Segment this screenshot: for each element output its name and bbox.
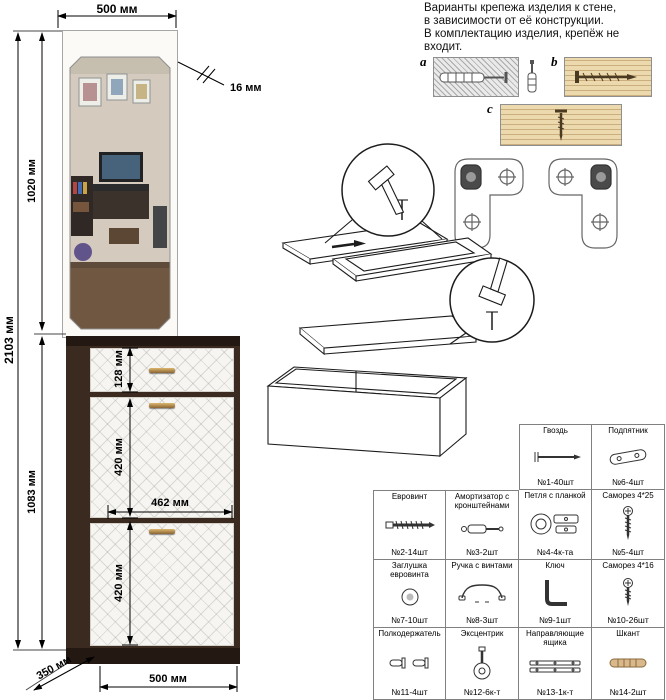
part-cell-dowel: Шкант №14-2шт	[592, 628, 665, 700]
dim-width-top-label: 500 мм	[96, 2, 138, 16]
mirror-reflection-scene	[69, 56, 171, 330]
dim-panel-thickness-label: 16 мм	[230, 82, 262, 94]
part-count: №14-2шт	[609, 687, 647, 697]
dim-inner-width-label: 462 мм	[151, 497, 189, 509]
upper-flap-front	[90, 397, 234, 518]
part-name: Шкант	[616, 629, 640, 638]
part-name: Евровинт	[391, 492, 428, 501]
part-name: Заглушка евровинта	[390, 561, 429, 579]
part-cell-hex-key: Ключ №9-1шт	[519, 560, 592, 628]
screw-4x25-icon	[620, 501, 636, 547]
fastener-b-label: b	[551, 54, 558, 69]
dim-lower-flap-height-label: 420 мм	[113, 564, 125, 602]
fastener-b-diagram	[564, 57, 652, 97]
part-count: №1-40шт	[537, 477, 574, 487]
part-count: №3-2шт	[465, 547, 499, 557]
vertical-anchor-icon	[527, 60, 537, 93]
lower-flap-handle	[149, 529, 175, 534]
fastener-a-diagram	[433, 57, 519, 97]
part-cell-shelf-pin: Полкодержатель №11-4шт	[373, 628, 446, 700]
part-cell-footpad: Подпятник №6-4шт	[592, 424, 665, 490]
euroscrew-icon	[383, 502, 437, 547]
nail-icon	[530, 436, 582, 477]
part-cell-hinge: Петля с планкой №4-4к-та	[519, 490, 592, 560]
wall-mount-note-line: входит.	[424, 41, 463, 54]
part-cell-damper: Амортизатор с кронштейнами №3-2шт	[446, 490, 519, 560]
part-count: №12-6к-т	[463, 687, 501, 697]
wall-mount-note: Варианты крепежа изделия к стене, в зави…	[424, 2, 619, 54]
part-name: Саморез 4*16	[602, 561, 654, 570]
drawer-front	[90, 348, 234, 392]
lower-flap-front	[90, 523, 234, 646]
part-name: Гвоздь	[543, 426, 568, 435]
part-name: Саморез 4*25	[602, 491, 654, 500]
part-count: №5-4шт	[611, 547, 645, 557]
dowel-anchor-icon	[439, 72, 508, 83]
upper-flap-handle	[149, 403, 175, 408]
part-count: №2-14шт	[391, 547, 428, 557]
wood-screw-vertical-icon	[555, 109, 567, 141]
thickness-callout	[177, 61, 225, 86]
part-count: №8-3шт	[465, 615, 499, 625]
hex-key-icon	[538, 571, 572, 615]
screw-4x16-icon	[620, 571, 636, 615]
part-name: Полкодержатель	[378, 629, 441, 638]
part-count: №10-26шт	[607, 615, 649, 625]
handle-icon	[455, 571, 509, 615]
part-name: Ключ	[545, 561, 565, 570]
shelf-pin-icon	[387, 639, 433, 687]
damper-icon	[457, 511, 507, 547]
dim-drawer-height-label: 128 мм	[113, 350, 125, 388]
cam-lock-icon	[472, 639, 492, 687]
part-cell-handle: Ручка с винтами №8-3шт	[446, 560, 519, 628]
dim-upper-flap-height-label: 420 мм	[113, 438, 125, 476]
drawer-slide-icon	[527, 648, 583, 687]
part-cell-euroscrew: Евровинт №2-14шт	[373, 490, 446, 560]
part-name: Подпятник	[608, 426, 648, 435]
part-cell-cam-lock: Эксцентрик №12-6к-т	[446, 628, 519, 700]
part-cell-screw-4x25: Саморез 4*25 №5-4шт	[592, 490, 665, 560]
part-name: Петля с планкой	[524, 491, 586, 500]
dim-height-total-label: 2103 мм	[2, 316, 16, 364]
fastener-c-diagram	[500, 104, 622, 146]
part-cell-drawer-slide: Направляющие ящика №13-1к-т	[519, 628, 592, 700]
footpad-icon	[604, 436, 652, 477]
part-name: Направляющие ящика	[525, 629, 585, 647]
dim-height-mirror-label: 1020 мм	[26, 159, 38, 203]
wall-mount-note-line: Варианты крепежа изделия к стене,	[424, 2, 617, 14]
parts-table: Гвоздь №1-40шт Подпятник №6-4шт	[373, 424, 665, 700]
wall-mount-note-line: В комплектацию изделия, крепёж не	[424, 28, 620, 41]
part-count: №6-4шт	[611, 477, 645, 487]
part-cell-screw-4x16: Саморез 4*16 №10-26шт	[592, 560, 665, 628]
wall-bracket-plates-drawing	[454, 158, 618, 249]
dim-width-bottom-label: 500 мм	[149, 673, 187, 685]
part-name: Амортизатор с кронштейнами	[454, 492, 510, 510]
part-count: №9-1шт	[538, 615, 572, 625]
part-name: Ручка с винтами	[451, 561, 513, 570]
wall-mount-note-line: в зависимости от её конструкции.	[424, 15, 604, 28]
dim-depth-label: 350 мм	[34, 653, 74, 683]
cap-icon	[399, 580, 421, 615]
part-cell-nail: Гвоздь №1-40шт	[519, 424, 592, 490]
part-count: №13-1к-т	[536, 687, 574, 697]
fastener-c-label: c	[487, 101, 493, 116]
fastener-a-label: a	[420, 54, 427, 69]
part-count: №11-4шт	[391, 687, 428, 697]
part-name: Эксцентрик	[460, 629, 504, 638]
wood-screw-horizontal-icon	[575, 71, 637, 83]
dim-height-cabinet-label: 1083 мм	[26, 470, 38, 514]
part-count: №4-4к-та	[536, 547, 574, 557]
part-cell-cap: Заглушка евровинта №7-10шт	[373, 560, 446, 628]
part-count: №7-10шт	[391, 615, 428, 625]
dowel-icon	[606, 639, 650, 687]
hinge-icon	[528, 501, 582, 547]
drawer-handle	[149, 368, 175, 373]
